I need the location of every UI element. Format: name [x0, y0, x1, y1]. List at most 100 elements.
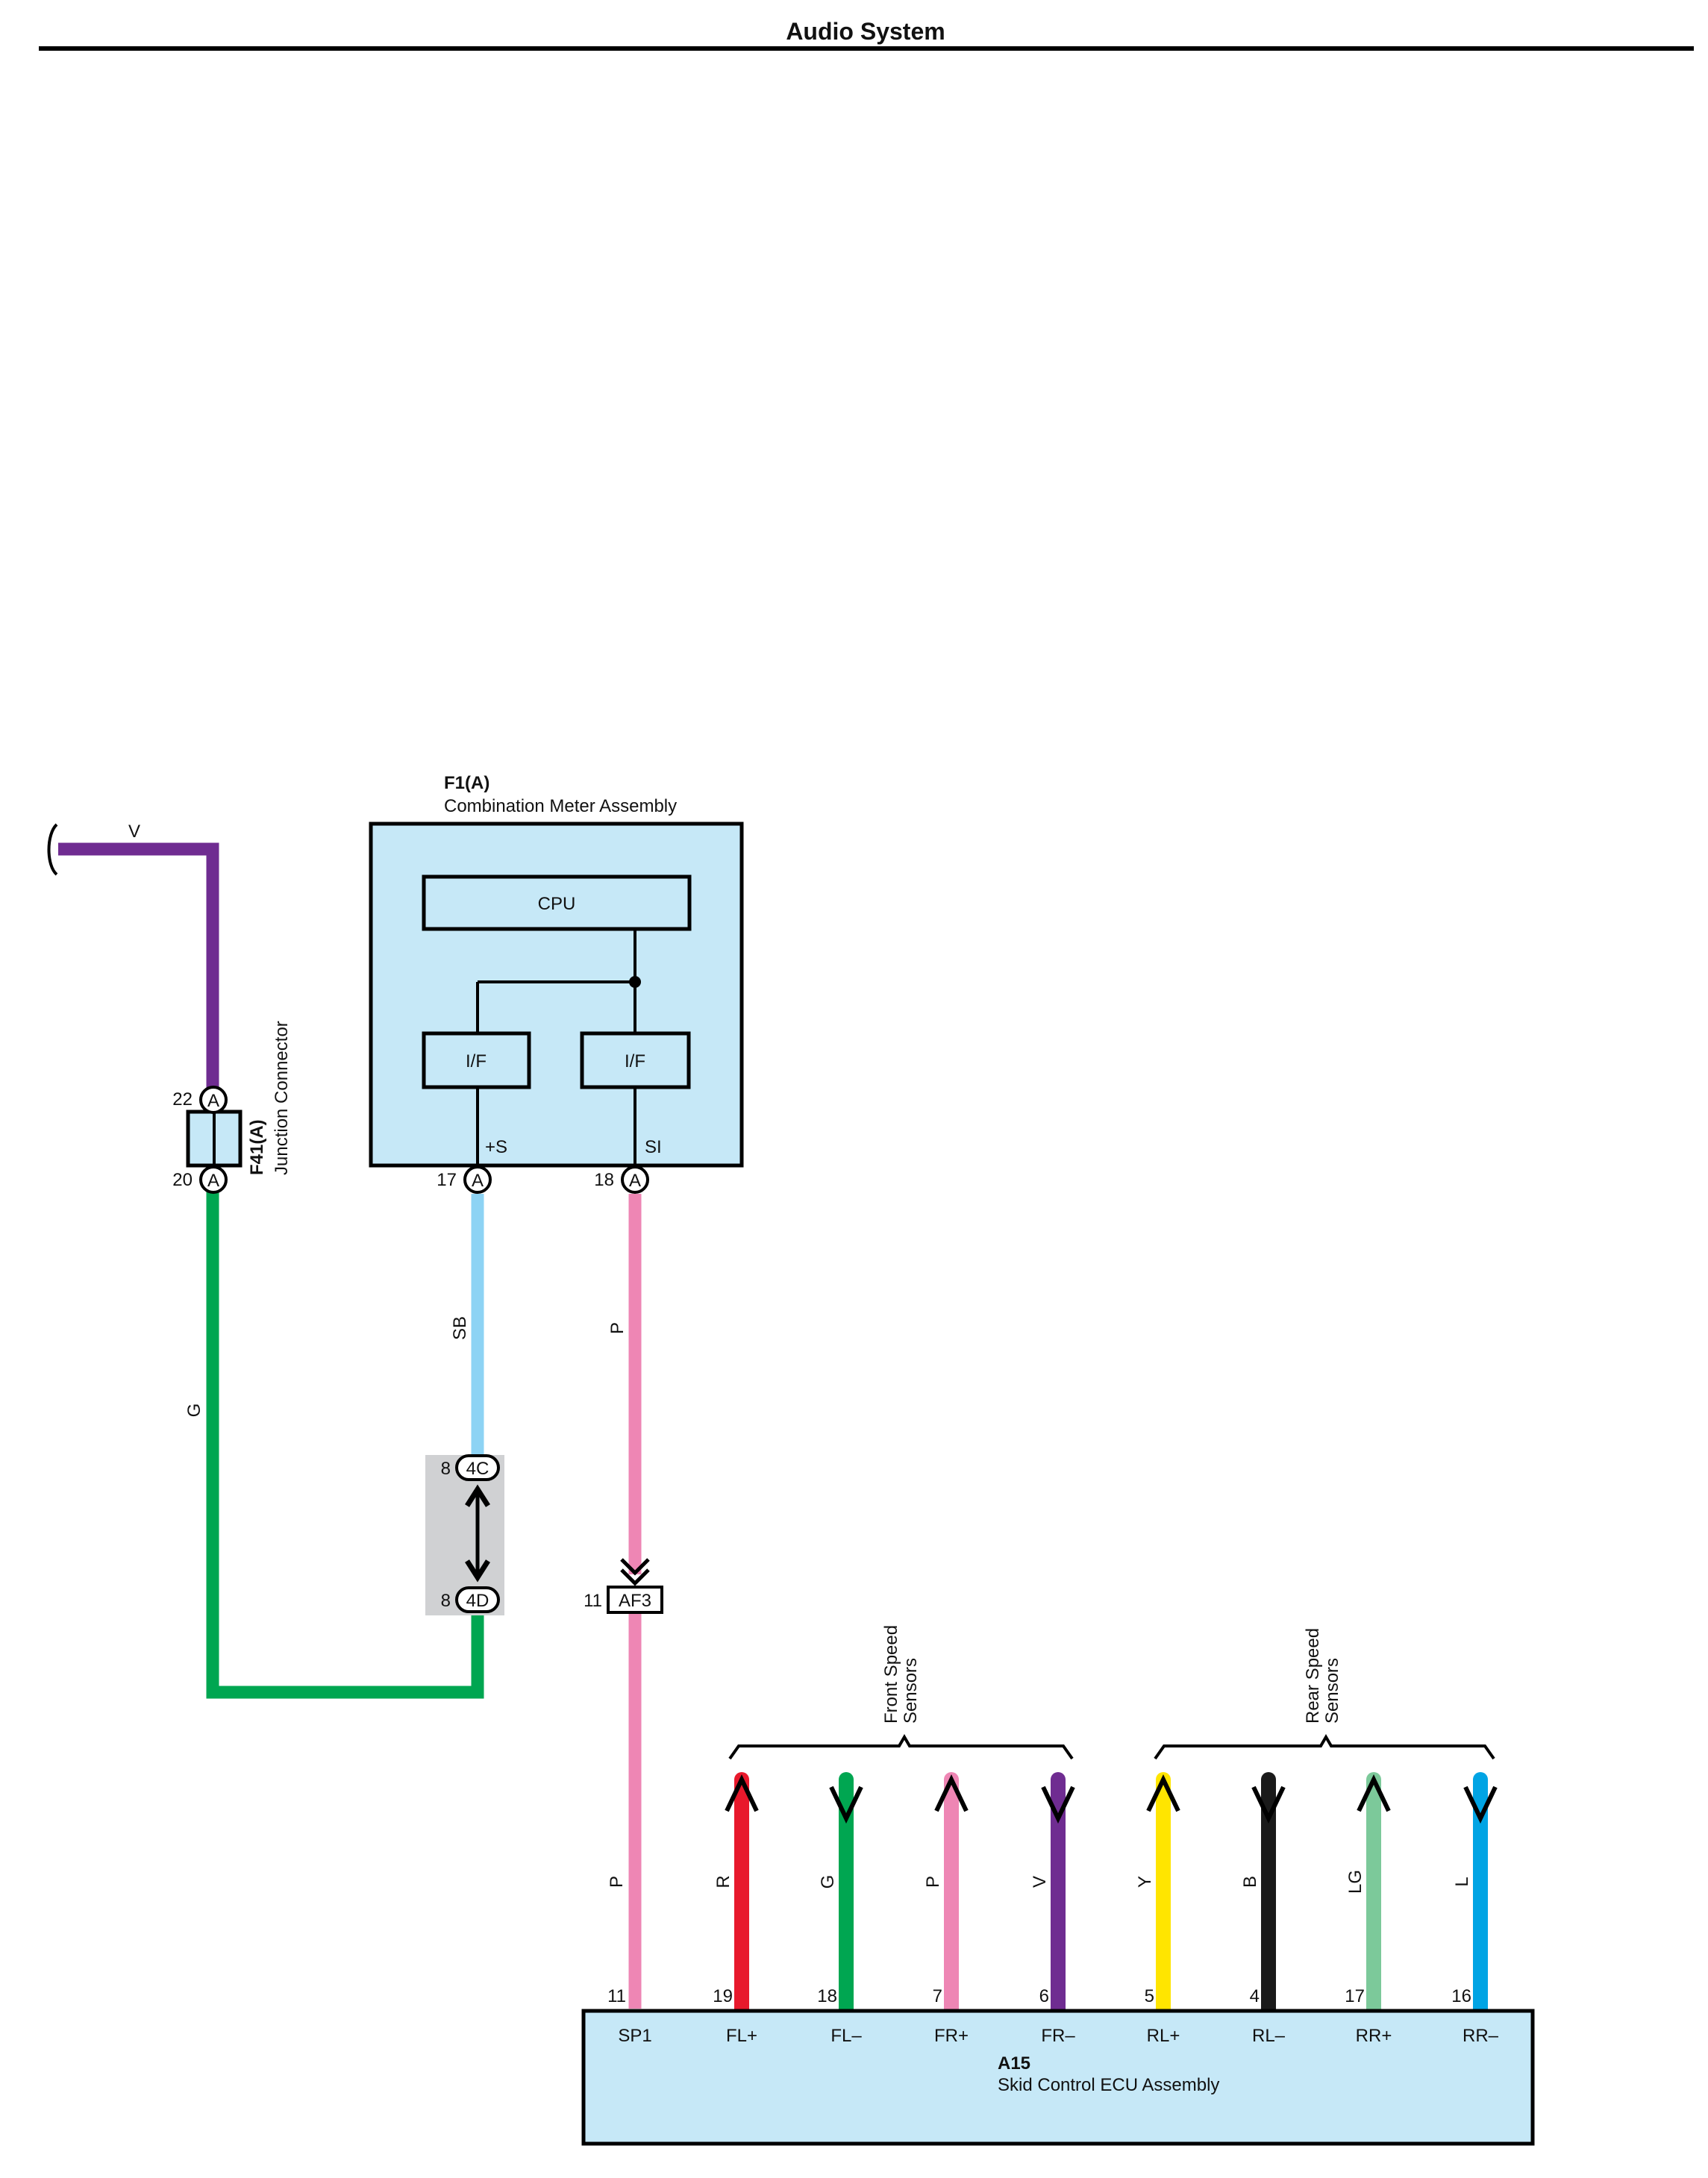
connector-letter: A	[472, 1171, 484, 1191]
pin-name: SI	[645, 1137, 662, 1157]
interface-block-right	[580, 1031, 691, 1089]
combination-meter: F1(A) Combination Meter Assembly CPU I/F…	[369, 773, 744, 1194]
pin-number: 22	[172, 1089, 193, 1110]
terminal-fl-minus-name: FL–	[830, 2026, 862, 2046]
pin-number: 17	[437, 1170, 457, 1190]
inline-connector-4c-4d: 4C 8 4D 8	[425, 1454, 504, 1615]
terminal-sp1-pin-number: 11	[607, 1986, 626, 2006]
terminal-rl-minus-name: RL–	[1252, 2026, 1286, 2046]
skid-control-ecu: A15 Skid Control ECU Assembly	[581, 2009, 1535, 2146]
connector-letter: 4D	[466, 1591, 489, 1611]
terminal-fl-plus-name: FL+	[726, 2026, 757, 2046]
terminal-rl-plus-wire-label: Y	[1135, 1876, 1155, 1888]
terminal-rr-plus-wire-label: LG	[1345, 1870, 1366, 1894]
arrow-down-icon	[1463, 1786, 1498, 1824]
connector-af3: AF3 11	[584, 1558, 663, 1614]
connector-chevron-icon	[620, 1568, 650, 1586]
terminal-rl-minus-wire-label: B	[1240, 1876, 1260, 1888]
brace-front	[728, 1734, 1074, 1760]
connector-letter: A	[207, 1091, 219, 1111]
terminal-rr-minus-wire-label: L	[1452, 1877, 1472, 1886]
terminal-fr-plus-pin-number: 7	[933, 1986, 942, 2006]
connector-arrow-down-icon	[465, 1559, 490, 1583]
skid-control-ecu-name: Skid Control ECU Assembly	[998, 2075, 1219, 2095]
connector-pill-4d	[455, 1586, 500, 1613]
interface-label: I/F	[466, 1051, 487, 1071]
arrow-up-icon	[1146, 1774, 1180, 1812]
connector-chevron-icon	[620, 1558, 650, 1576]
connector-pill-4c	[455, 1454, 500, 1481]
arrow-down-icon	[829, 1786, 863, 1824]
terminal-rr-plus-pin-number: 17	[1345, 1986, 1365, 2006]
terminal-rl-plus-name: RL+	[1147, 2026, 1180, 2046]
terminal-rl-minus-pin-number: 4	[1250, 1986, 1260, 2006]
connector-letter: 4C	[466, 1459, 489, 1479]
arrow-up-icon	[725, 1774, 759, 1812]
terminal-fr-plus-wire-label: P	[923, 1876, 943, 1888]
combination-meter-name: Combination Meter Assembly	[444, 796, 677, 816]
pin-name: +S	[485, 1137, 507, 1157]
connector-arrow-up-icon	[465, 1484, 490, 1507]
group-label-line1: Front Speed	[881, 1625, 901, 1724]
arrow-up-icon	[1357, 1774, 1391, 1812]
terminal-sp1-wire-label: P	[607, 1876, 627, 1888]
pin-number: 20	[172, 1170, 193, 1190]
wire-break-icon	[47, 823, 58, 876]
wire-label-p: P	[607, 1322, 628, 1334]
terminal-fr-plus-name: FR+	[934, 2026, 969, 2046]
terminal-sp1-name: SP1	[618, 2026, 651, 2046]
arrow-down-icon	[1251, 1786, 1286, 1824]
terminal-fl-minus-pin-number: 18	[817, 1986, 837, 2006]
pin-number: 8	[441, 1459, 451, 1479]
wire-green	[206, 1190, 484, 1699]
brace-rear	[1154, 1734, 1495, 1760]
connector-letter: A	[207, 1171, 219, 1191]
terminal-fr-minus-pin-number: 6	[1039, 1986, 1049, 2006]
interface-label: I/F	[625, 1051, 645, 1071]
terminal-rr-minus-name: RR–	[1463, 2026, 1499, 2046]
junction-connector-name: Junction Connector	[272, 1021, 292, 1175]
interface-block-left	[422, 1031, 531, 1089]
skid-control-ecu-box	[581, 2009, 1535, 2146]
pin-number: 18	[594, 1170, 614, 1190]
skid-control-ecu-id: A15	[998, 2053, 1030, 2074]
terminal-fr-minus-wire-label: V	[1030, 1876, 1050, 1888]
wire-label-v: V	[128, 822, 140, 842]
junction-connector: A A 22 20 F41(A) Junction Connector	[172, 1021, 292, 1194]
junction-dot	[629, 976, 641, 988]
connector-letter: A	[629, 1171, 641, 1191]
front-speed-sensors-group: Front Speed Sensors	[728, 1625, 1074, 1760]
cpu-block	[422, 874, 692, 931]
terminal-rr-plus-name: RR+	[1356, 2026, 1392, 2046]
page-title: Audio System	[786, 18, 945, 45]
wire-violet	[58, 842, 219, 1089]
cpu-label: CPU	[538, 894, 576, 914]
arrow-down-icon	[1041, 1786, 1075, 1824]
wire-label-sb: SB	[450, 1316, 470, 1340]
terminal-rl-plus-pin-number: 5	[1145, 1986, 1154, 2006]
group-label-line2: Sensors	[1322, 1658, 1342, 1724]
connector-pin-circle	[199, 1165, 228, 1194]
pin-number: 8	[441, 1591, 451, 1611]
group-label-line2: Sensors	[901, 1658, 921, 1724]
arrow-up-icon	[934, 1774, 969, 1812]
rear-speed-sensors-group: Rear Speed Sensors	[1154, 1628, 1495, 1760]
junction-connector-id: F41(A)	[247, 1119, 267, 1175]
connector-pin-circle	[463, 1165, 492, 1194]
terminal-rr-minus-pin-number: 16	[1451, 1986, 1471, 2006]
connector-pin-circle	[199, 1086, 228, 1114]
terminal-fl-minus-wire-label: G	[818, 1875, 838, 1889]
wire-label-g: G	[184, 1404, 204, 1418]
combination-meter-id: F1(A)	[444, 773, 489, 793]
terminal-fr-minus-name: FR–	[1041, 2026, 1075, 2046]
connector-af3-box	[607, 1586, 663, 1614]
connector-pin-circle	[621, 1165, 649, 1194]
terminal-fl-plus-wire-label: R	[713, 1875, 733, 1888]
sensor-wires	[725, 1772, 1498, 2018]
connector-letter: AF3	[619, 1591, 651, 1611]
pin-number: 11	[584, 1591, 602, 1611]
group-label-line1: Rear Speed	[1303, 1628, 1323, 1724]
terminal-fl-plus-pin-number: 19	[713, 1986, 733, 2006]
